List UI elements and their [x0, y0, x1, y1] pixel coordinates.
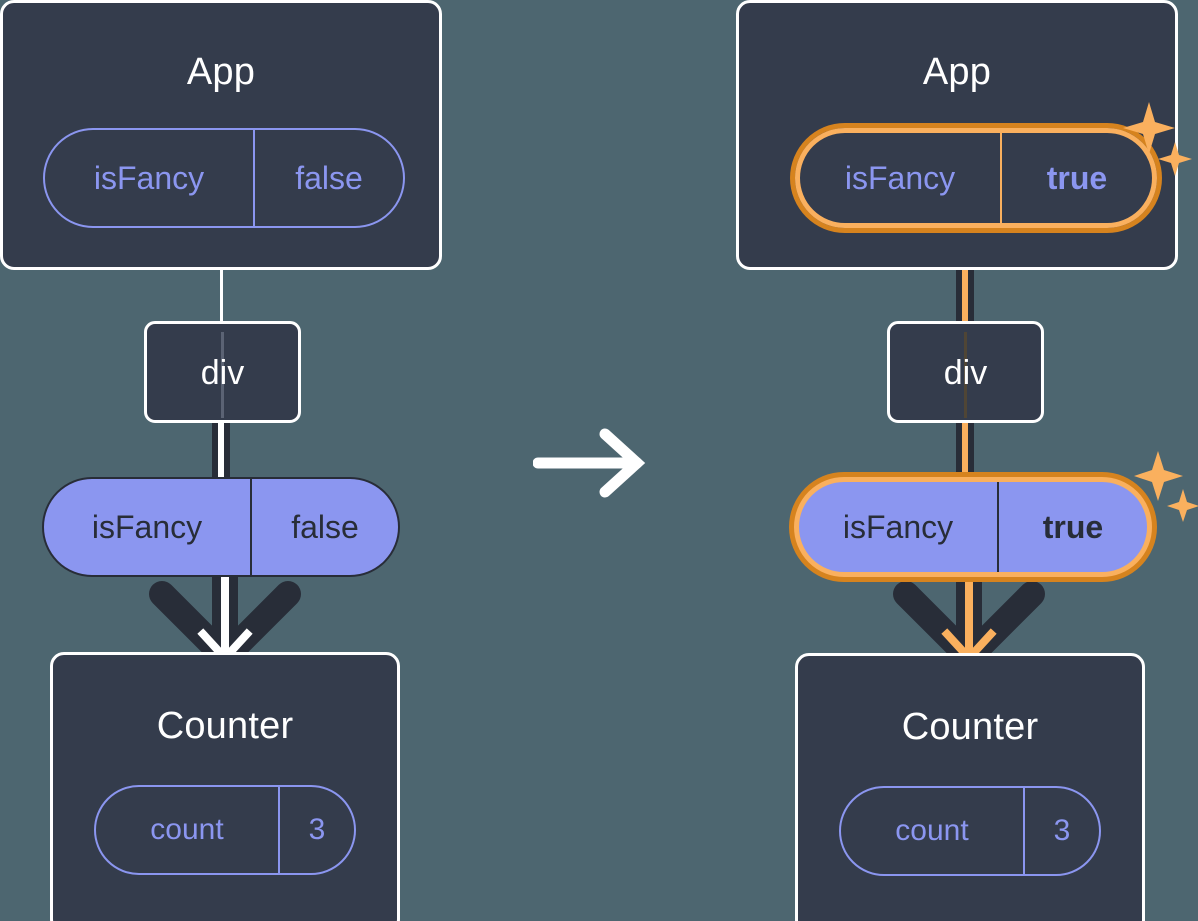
prop-name: isFancy: [842, 508, 954, 545]
counter-state-value: 3: [1023, 788, 1099, 874]
app-state-value: false: [253, 130, 403, 226]
app-state-pill-highlighted[interactable]: isFancy true: [795, 128, 1157, 228]
app-state-name: isFancy: [93, 159, 205, 196]
edge-div-to-prop-highlighted: [956, 421, 974, 483]
app-state-pill[interactable]: isFancy false: [43, 128, 405, 228]
counter-state-pill[interactable]: count 3: [94, 785, 356, 875]
prop-value: true: [997, 482, 1147, 572]
edge-through-div: [221, 332, 224, 418]
after-state-panel: App isFancy true div isFancy true: [599, 0, 1198, 921]
app-card-title: App: [922, 51, 992, 93]
prop-flow-arrow: [140, 572, 310, 672]
edge-through-div: [964, 332, 967, 418]
sparkles-icon-app: [1123, 98, 1193, 188]
div-label: div: [200, 354, 245, 392]
counter-state-pill[interactable]: count 3: [839, 786, 1101, 876]
div-element-card: div: [887, 321, 1044, 423]
prop-pill-highlighted[interactable]: isFancy true: [794, 477, 1152, 577]
edge-div-to-prop: [212, 421, 230, 483]
prop-flow-arrow-highlighted: [884, 572, 1054, 672]
counter-state-name: count: [895, 814, 969, 847]
div-element-card: div: [144, 321, 301, 423]
counter-component-card: Counter count 3: [50, 652, 400, 921]
counter-state-name: count: [150, 813, 224, 846]
counter-component-card: Counter count 3: [795, 653, 1145, 921]
prop-name: isFancy: [91, 508, 203, 545]
counter-card-title: Counter: [156, 705, 294, 747]
counter-state-value: 3: [278, 787, 354, 873]
prop-pill[interactable]: isFancy false: [42, 477, 400, 577]
app-component-card: App isFancy false: [0, 0, 442, 270]
counter-card-title: Counter: [901, 706, 1039, 748]
prop-value: false: [250, 479, 398, 575]
div-label: div: [943, 354, 988, 392]
app-state-name: isFancy: [844, 159, 956, 196]
transition-arrow-icon: [532, 428, 648, 503]
before-state-panel: App isFancy false div isFancy false: [0, 0, 442, 921]
edge-app-to-div: [220, 258, 223, 330]
app-component-card: App isFancy true: [736, 0, 1178, 270]
app-state-value: true: [1000, 133, 1152, 223]
sparkles-icon-prop: [1134, 448, 1198, 533]
app-card-title: App: [186, 51, 256, 93]
